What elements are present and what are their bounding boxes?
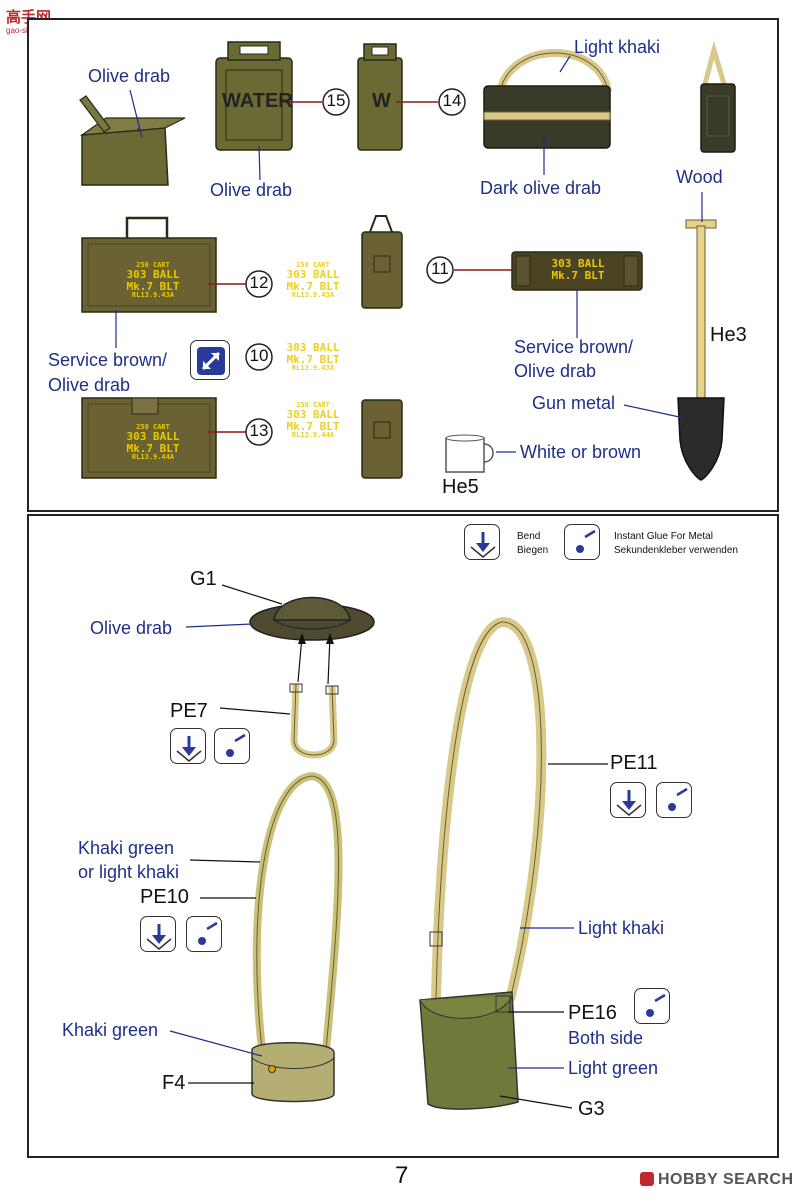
- decal-line: Mk.7 BLT: [286, 279, 340, 293]
- ammo-box-13: [81, 397, 217, 479]
- callout-10: 10: [249, 346, 269, 365]
- pe10-bend-icon: [140, 916, 176, 952]
- decal-line: RL13.9.44A: [291, 431, 335, 440]
- decal-line: RL13.9.43A: [131, 291, 175, 300]
- decal-box-13: 250 CART 303 BALL Mk.7 BLT RL13.9.44A: [118, 423, 188, 462]
- label-pe7: PE7: [170, 700, 208, 722]
- decal-line: 303 BALL: [126, 268, 180, 282]
- legend-bend-de: Biegen: [517, 545, 549, 556]
- shovel: [677, 219, 725, 481]
- pe7-glue-icon: [214, 728, 250, 764]
- decal-line: RL13.9.43A: [291, 364, 335, 373]
- watermark-brand: HOBBY SEARCH: [640, 1171, 794, 1189]
- callout-14: 14: [442, 91, 462, 110]
- decal-line: Mk.7 BLT: [286, 419, 340, 433]
- hobby-search-logo-icon: [640, 1172, 654, 1186]
- label-light-khaki: Light khaki: [574, 37, 661, 57]
- pe16-glue-icon: [634, 988, 670, 1024]
- flat-ammo-box-11: [511, 251, 643, 291]
- label-gun-metal: Gun metal: [532, 393, 616, 413]
- callout-13: 13: [249, 421, 269, 440]
- label-wood: Wood: [676, 167, 723, 187]
- label-dark-olive-drab: Dark olive drab: [480, 178, 602, 198]
- label-pe11: PE11: [610, 752, 658, 774]
- label-he3: He3: [710, 324, 747, 346]
- glue-icon: [564, 524, 600, 560]
- label-both-side: Both side: [568, 1028, 644, 1048]
- label-service-brown-1b: Olive drab: [48, 375, 131, 395]
- decal-sheet-c: 250 CART 303 BALL Mk.7 BLT RL13.9.44A: [280, 401, 346, 440]
- decal-line: Mk.7 BLT: [126, 279, 180, 293]
- bend-icon: [464, 524, 500, 560]
- bottom-panel: [27, 514, 779, 1158]
- label-f4: F4: [162, 1072, 186, 1094]
- decal-sheet-a: 250 CART 303 BALL Mk.7 BLT RL13.9.43A: [280, 261, 346, 300]
- label-khaki-green: Khaki green: [62, 1020, 159, 1040]
- label-olive-drab-2: Olive drab: [210, 180, 293, 200]
- callout-12: 12: [249, 273, 269, 292]
- label-service-brown-1: Service brown/: [48, 350, 168, 370]
- label-he5: He5: [442, 476, 479, 498]
- decal-sheet-b: 303 BALL Mk.7 BLT RL13.9.43A: [280, 342, 346, 372]
- decal-line: 303 BALL: [286, 268, 340, 282]
- page-number: 7: [395, 1162, 409, 1189]
- decal-line: 250 CART: [136, 423, 170, 431]
- label-helmet-olive-drab: Olive drab: [90, 618, 173, 638]
- pe7-bend-icon: [170, 728, 206, 764]
- narrow-jerrycan: [357, 43, 403, 151]
- label-olive-drab-1: Olive drab: [88, 66, 171, 86]
- watermark-brand-text: HOBBY SEARCH: [658, 1171, 794, 1188]
- legend-glue-en: Instant Glue For Metal: [614, 531, 713, 542]
- legend-glue-de: Sekundenkleber verwenden: [614, 545, 738, 556]
- decal-flat-box: 303 BALL Mk.7 BLT: [540, 258, 616, 281]
- side-box-mid: [361, 215, 403, 309]
- pe10-glue-icon: [186, 916, 222, 952]
- callout-15: 15: [326, 91, 346, 110]
- decal-line: Mk.7 BLT: [126, 441, 180, 455]
- label-service-brown-2b: Olive drab: [514, 361, 597, 381]
- legend-bend-en: Bend: [517, 531, 541, 542]
- dark-olive-box: [483, 49, 612, 149]
- decal-line: RL13.9.43A: [291, 291, 335, 300]
- side-box-bottom: [361, 399, 403, 479]
- decal-transfer-icon: [190, 340, 230, 380]
- label-light-green: Light green: [568, 1058, 659, 1078]
- open-ammo-box: [79, 95, 186, 186]
- decal-line: 303 BALL: [126, 430, 180, 444]
- decal-line: 250 CART: [296, 261, 330, 269]
- decal-line: 303 BALL: [286, 341, 340, 354]
- pe11-bend-icon: [610, 782, 646, 818]
- label-khaki-green-light-1: Khaki green: [78, 838, 175, 858]
- tall-strap-box: [700, 40, 736, 153]
- decal-line: RL13.9.44A: [131, 453, 175, 462]
- decal-line: Mk.7 BLT: [286, 352, 340, 366]
- label-g3: G3: [578, 1098, 605, 1120]
- label-white-or-brown: White or brown: [520, 442, 642, 462]
- label-khaki-green-light-2: or light khaki: [78, 862, 180, 882]
- water-jerrycan: [215, 41, 293, 151]
- decal-line: 250 CART: [136, 261, 170, 269]
- label-service-brown-2: Service brown/: [514, 337, 634, 357]
- label-pe10: PE10: [140, 886, 189, 908]
- pe11-glue-icon: [656, 782, 692, 818]
- callout-11: 11: [431, 259, 449, 278]
- decal-line: Mk.7 BLT: [551, 268, 605, 282]
- mug: [445, 434, 494, 473]
- label-strap-light-khaki: Light khaki: [578, 918, 665, 938]
- decal-box-12: 250 CART 303 BALL Mk.7 BLT RL13.9.43A: [118, 261, 188, 300]
- decal-line: 250 CART: [296, 401, 330, 409]
- decal-line: 303 BALL: [551, 257, 605, 270]
- label-g1: G1: [190, 568, 217, 590]
- label-pe16: PE16: [568, 1002, 617, 1024]
- w-can-text: W: [372, 90, 391, 112]
- ammo-box-12: [81, 216, 217, 313]
- water-can-text: WATER: [222, 90, 293, 112]
- decal-line: 303 BALL: [286, 408, 340, 422]
